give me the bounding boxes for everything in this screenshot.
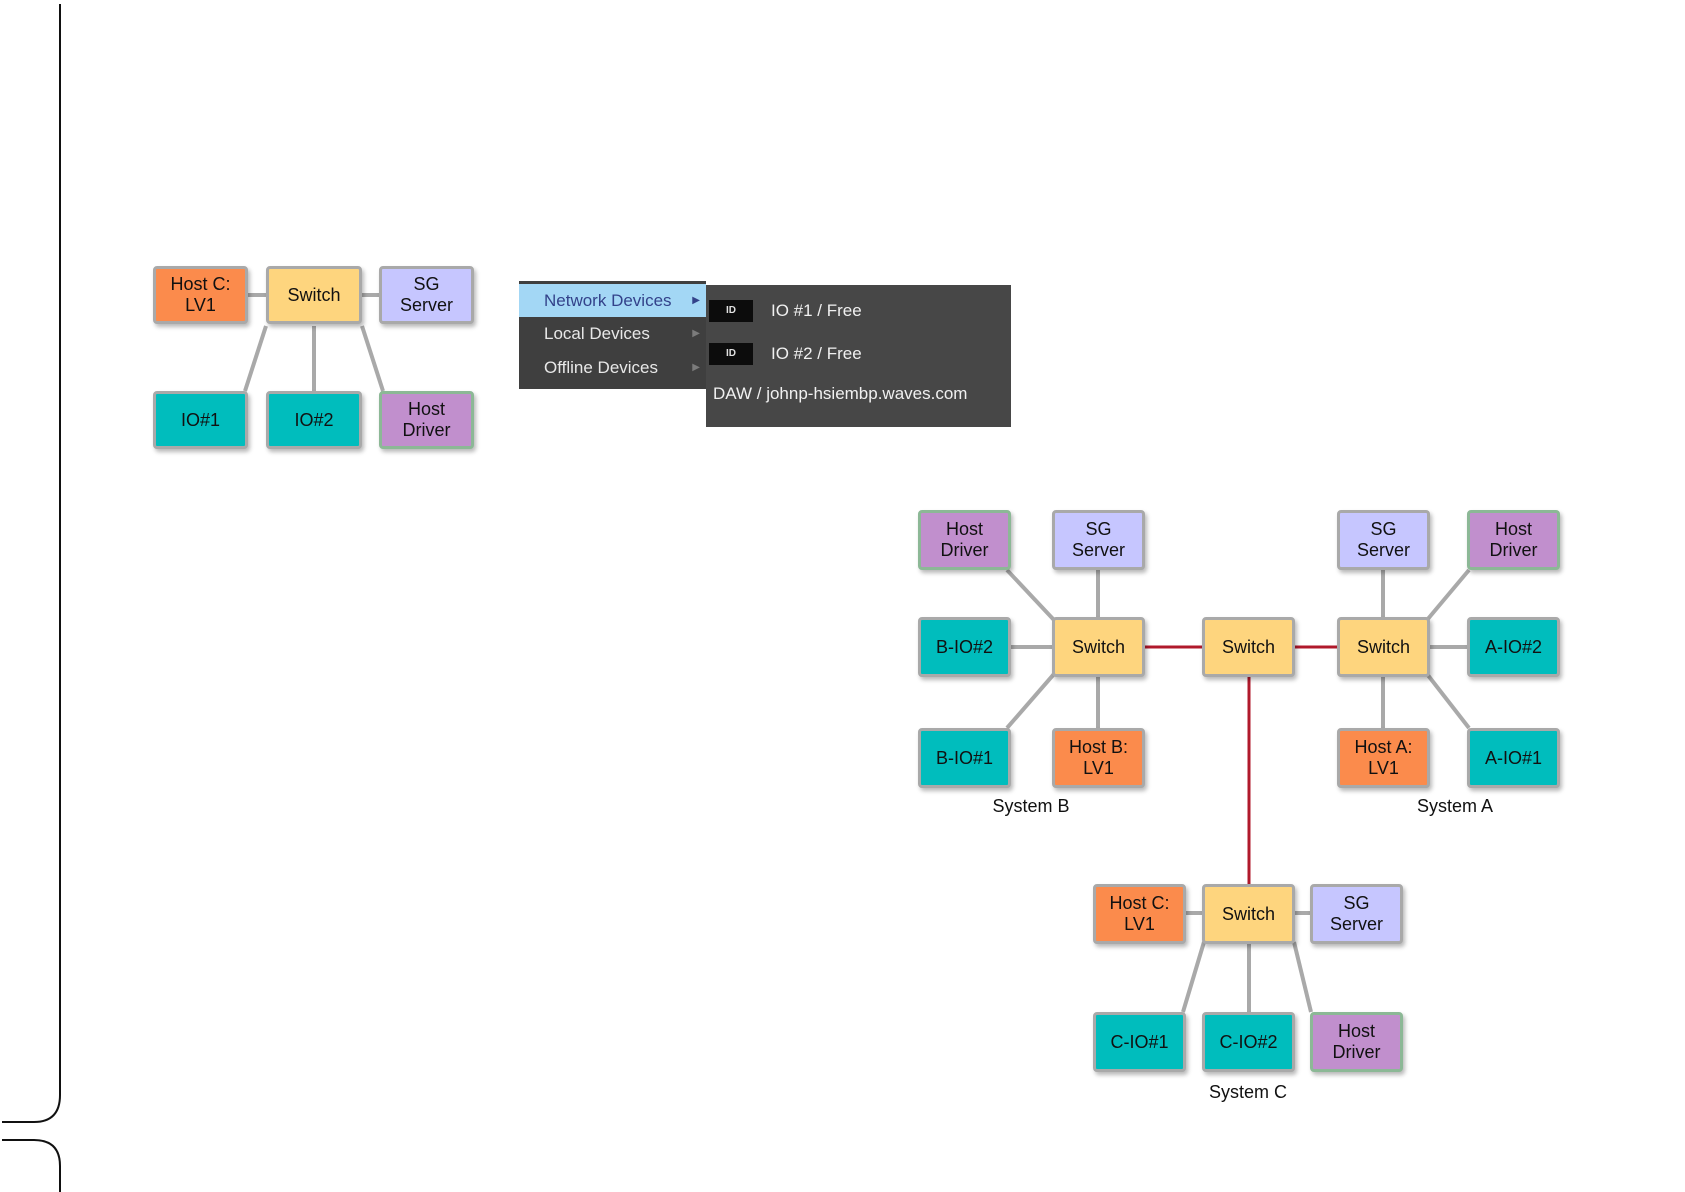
node-label: Host B: LV1 — [1068, 737, 1129, 778]
node-label: Host Driver — [940, 519, 989, 560]
submenu-arrow-icon: ▶ — [692, 362, 700, 373]
host-driver-node: Host Driver — [379, 391, 474, 449]
system-b-io2-node: B-IO#2 — [918, 617, 1011, 677]
node-label: SG Server — [1356, 519, 1410, 560]
io1-label: IO#1 — [180, 409, 221, 430]
node-label: C-IO#2 — [1219, 1031, 1278, 1052]
node-label: SG Server — [1071, 519, 1125, 560]
menu-item-label: Network Devices — [544, 291, 672, 310]
system-c-label: System C — [1208, 1082, 1287, 1102]
submenu-arrow-icon: ▶ — [692, 328, 700, 339]
node-label: Switch — [1071, 636, 1125, 657]
device-label: IO #1 / Free — [771, 301, 862, 320]
center-switch-node: Switch — [1202, 617, 1295, 677]
submenu-arrow-icon: ▶ — [692, 295, 700, 306]
system-a-sg-server-node: SG Server — [1337, 510, 1430, 570]
node-label: Switch — [1356, 636, 1410, 657]
system-b-host-node: Host B: LV1 — [1052, 728, 1145, 788]
switch-node: Switch — [266, 266, 362, 324]
system-b-label: System B — [992, 796, 1070, 816]
page-edge-lines — [2, 4, 61, 1192]
system-a-host-node: Host A: LV1 — [1337, 728, 1430, 788]
menu-item-label: Offline Devices — [544, 358, 659, 377]
io1-node: IO#1 — [153, 391, 248, 449]
node-label: B-IO#2 — [935, 636, 994, 657]
id-badge[interactable]: ID — [709, 300, 753, 322]
menu-item-network-devices[interactable]: Network Devices ▶ — [519, 284, 706, 317]
sg-server-label: SG Server — [399, 274, 453, 315]
node-label: SG Server — [1329, 893, 1383, 934]
submenu-item-io2[interactable]: ID IO #2 / Free — [706, 339, 1011, 369]
node-label: B-IO#1 — [935, 747, 994, 768]
device-menu: Network Devices ▶ Local Devices ▶ Offlin… — [519, 279, 706, 391]
menu-item-offline-devices[interactable]: Offline Devices ▶ — [519, 351, 706, 384]
node-label: Switch — [1221, 636, 1275, 657]
menu-item-local-devices[interactable]: Local Devices ▶ — [519, 317, 706, 350]
system-b-io1-node: B-IO#1 — [918, 728, 1011, 788]
menu-item-label: Local Devices — [544, 324, 650, 343]
node-label: Host A: LV1 — [1354, 737, 1413, 778]
system-a-host-driver-node: Host Driver — [1467, 510, 1560, 570]
host-driver-label: Host Driver — [402, 399, 451, 440]
node-label: Host C: LV1 — [1109, 893, 1170, 934]
node-label: Host Driver — [1489, 519, 1538, 560]
io2-label: IO#2 — [294, 409, 334, 430]
host-c-node: Host C: LV1 — [153, 266, 248, 324]
system-c-sg-server-node: SG Server — [1310, 884, 1403, 944]
system-a-switch-node: Switch — [1337, 617, 1430, 677]
system-c-io2-node: C-IO#2 — [1202, 1012, 1295, 1072]
switch-label: Switch — [287, 284, 341, 305]
system-c-host-driver-node: Host Driver — [1310, 1012, 1403, 1072]
system-c-host-node: Host C: LV1 — [1093, 884, 1186, 944]
network-devices-submenu: ID IO #1 / Free ID IO #2 / Free DAW / jo… — [706, 285, 1011, 427]
system-b-sg-server-node: SG Server — [1052, 510, 1145, 570]
submenu-item-io1[interactable]: ID IO #1 / Free — [706, 296, 1011, 326]
io2-node: IO#2 — [266, 391, 362, 449]
system-b-host-driver-node: Host Driver — [918, 510, 1011, 570]
system-c-switch-node: Switch — [1202, 884, 1295, 944]
node-label: Host Driver — [1332, 1021, 1381, 1062]
host-c-label: Host C: LV1 — [170, 274, 231, 315]
system-a-io2-node: A-IO#2 — [1467, 617, 1560, 677]
id-badge[interactable]: ID — [709, 343, 753, 365]
sg-server-node: SG Server — [379, 266, 474, 324]
node-label: C-IO#1 — [1110, 1031, 1169, 1052]
node-label: Switch — [1221, 903, 1275, 924]
system-b-switch-node: Switch — [1052, 617, 1145, 677]
device-label: IO #2 / Free — [771, 344, 862, 363]
node-label: A-IO#1 — [1484, 747, 1543, 768]
node-label: A-IO#2 — [1484, 636, 1543, 657]
submenu-item-daw[interactable]: DAW / johnp-hsiembp.waves.com — [713, 384, 968, 403]
system-a-io1-node: A-IO#1 — [1467, 728, 1560, 788]
system-c-io1-node: C-IO#1 — [1093, 1012, 1186, 1072]
system-a-label: System A — [1416, 796, 1494, 816]
